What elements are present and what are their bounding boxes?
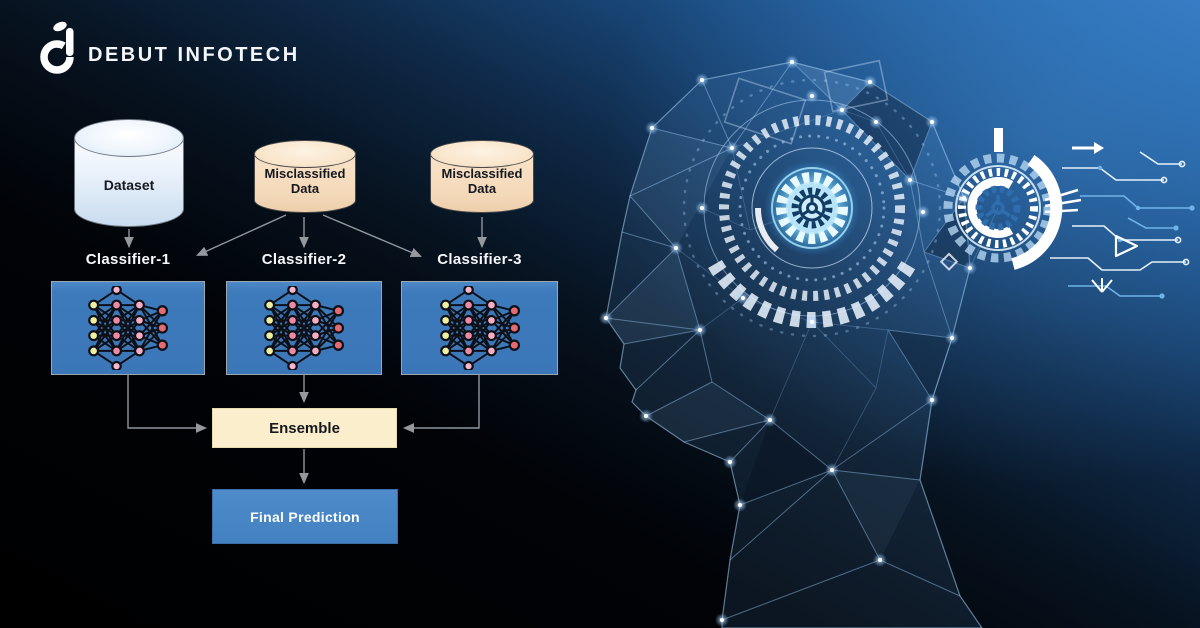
dataset-label: Dataset	[103, 177, 155, 193]
neural-network-icon	[83, 286, 173, 370]
dataset-cylinder: Dataset	[74, 119, 184, 227]
arrow-misclassified1-to-classifier1	[196, 214, 287, 256]
final-prediction-label: Final Prediction	[250, 508, 360, 525]
arrow-classifier1-to-ensemble	[127, 375, 208, 433]
ai-head-artwork	[580, 0, 1200, 628]
final-prediction-box: Final Prediction	[212, 489, 398, 544]
arrow-right-icon	[1072, 142, 1104, 154]
neural-network-icon	[259, 286, 349, 370]
classifier-2-label: Classifier-2	[261, 251, 347, 268]
ensemble-label: Ensemble	[269, 419, 340, 437]
classifier-1-label: Classifier-1	[85, 251, 171, 268]
ensemble-flow-diagram: Dataset Misclassified Data Misclassified…	[51, 119, 558, 544]
misclassified-label-1: Misclassified Data	[264, 166, 346, 196]
spark-icon	[1091, 278, 1113, 293]
classifier-2-box	[226, 281, 382, 375]
debut-infotech-logo-icon	[40, 21, 74, 74]
misclassified-cylinder-1: Misclassified Data	[254, 140, 356, 213]
classifier-1-box	[51, 281, 205, 375]
cylinder-top	[254, 140, 356, 168]
cylinder-top	[430, 140, 534, 168]
classifier-3-label: Classifier-3	[437, 251, 522, 268]
ensemble-box: Ensemble	[212, 408, 397, 448]
arrow-misclassified1-to-classifier3	[322, 214, 422, 257]
head-facets	[606, 62, 970, 560]
brand-wordmark: DEBUT INFOTECH	[88, 43, 300, 66]
cog-icon	[939, 128, 1082, 271]
gear-brain-icon	[682, 78, 942, 338]
cylinder-top	[74, 119, 184, 157]
brand-logo: DEBUT INFOTECH	[40, 20, 300, 78]
misclassified-cylinder-2: Misclassified Data	[430, 140, 534, 213]
circuit-traces-icon	[1050, 142, 1195, 299]
neural-network-icon	[435, 286, 525, 370]
classifier-3-box	[401, 281, 558, 375]
head-mesh-lines	[605, 61, 999, 621]
play-triangle-icon	[1114, 234, 1139, 258]
wireframe-head-icon	[599, 55, 1195, 628]
arrow-classifier3-to-ensemble	[402, 375, 480, 433]
misclassified-label-2: Misclassified Data	[441, 166, 523, 196]
